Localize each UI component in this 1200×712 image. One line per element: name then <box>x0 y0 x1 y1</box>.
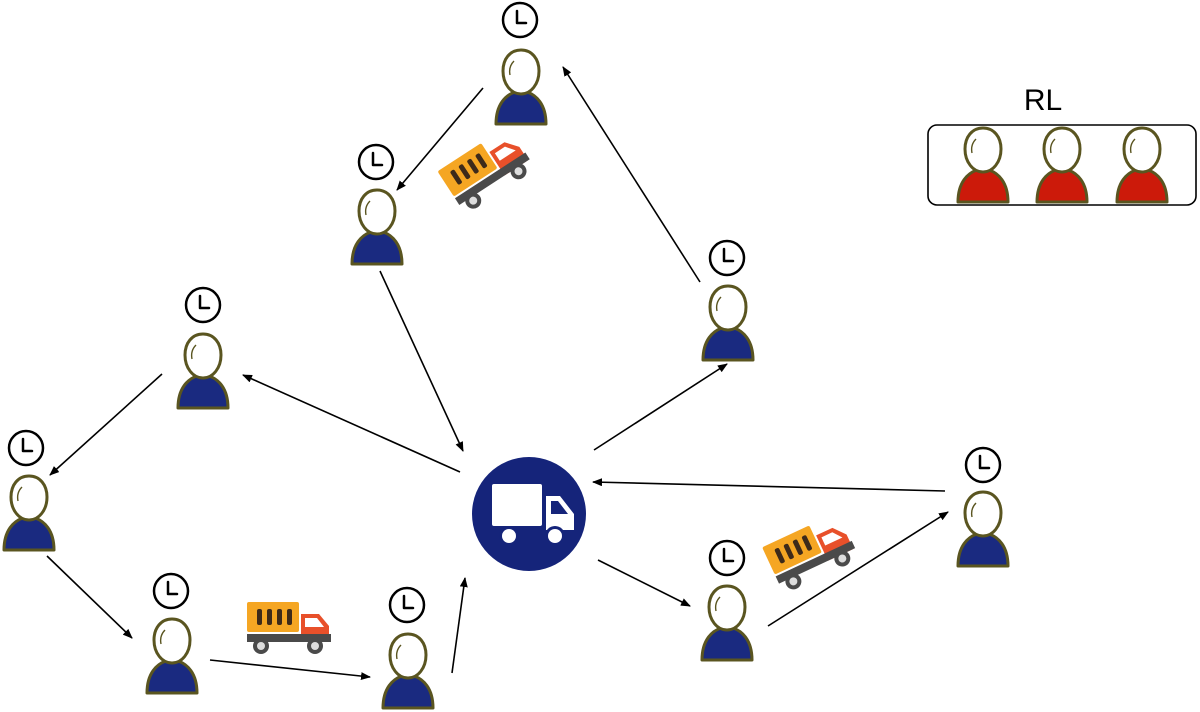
delivery-truck-icon <box>492 484 574 546</box>
route-arrow <box>396 87 484 191</box>
clock-icon <box>388 586 426 624</box>
cargo-truck-icon <box>247 602 331 654</box>
customer <box>956 446 1010 568</box>
person-icon <box>145 617 199 695</box>
route-arrow <box>597 559 691 607</box>
clock-icon <box>7 429 45 467</box>
clock-icon <box>708 239 746 277</box>
route-arrow <box>49 373 163 476</box>
route-arrow <box>592 478 946 492</box>
person-icon <box>176 332 230 410</box>
route-arrows <box>46 66 949 681</box>
cargo-truck-icon <box>762 511 861 595</box>
route-arrow <box>451 577 468 674</box>
clock-icon <box>357 143 395 181</box>
customer <box>701 239 755 362</box>
rl-panel <box>927 124 1197 206</box>
customer <box>176 286 230 410</box>
person-icon <box>700 584 754 662</box>
cargo-truck-icon <box>437 125 537 216</box>
route-arrow <box>209 659 371 681</box>
clock-icon <box>152 572 190 610</box>
customer <box>2 429 56 552</box>
route-arrow <box>767 511 949 627</box>
person-icon <box>2 474 56 552</box>
rl-panel-label: RL <box>1023 84 1063 117</box>
clock-icon <box>964 446 1002 484</box>
clock-icon <box>184 286 222 324</box>
person-icon <box>381 632 435 710</box>
depot <box>472 457 586 571</box>
customer <box>350 143 404 266</box>
person-icon <box>701 284 755 362</box>
person-icon <box>350 188 404 266</box>
route-arrow <box>593 363 728 451</box>
person-icon <box>956 490 1010 568</box>
customer <box>494 1 548 126</box>
customer <box>145 572 199 695</box>
route-arrow <box>46 555 133 639</box>
person-icon <box>494 48 548 126</box>
clock-icon <box>708 539 746 577</box>
customer <box>381 586 435 710</box>
clock-icon <box>501 1 539 39</box>
route-arrow <box>379 270 464 452</box>
route-arrow <box>562 66 701 283</box>
customer <box>700 539 754 662</box>
route-arrow <box>242 374 461 473</box>
